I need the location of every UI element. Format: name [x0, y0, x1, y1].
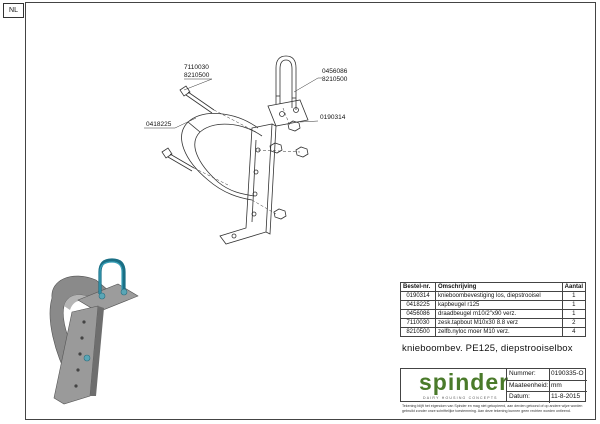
parts-list-table: Bestel-nr. Omschrijving Aantal 0190314 k… [400, 282, 587, 337]
callout-part-number: 0190314 [320, 114, 346, 121]
date-row: Datum: 11-8-2015 [507, 391, 587, 403]
description-cell: knieboombevestiging los, diepstrooisel [435, 291, 563, 301]
callout-clamp-strap: 0418225 [146, 121, 171, 129]
quantity-cell: 1 [561, 309, 587, 319]
table-row: 0418225 kapbeugel r125 1 [400, 300, 587, 310]
callout-u-bolt-nut: 0456086 8210500 [322, 68, 347, 84]
logo-tagline: DAIRY HOUSING CONCEPTS [423, 396, 498, 400]
copyright-notice: Tekening blijft het eigendom van Spinder… [402, 404, 583, 413]
order-number-cell: 0456086 [400, 309, 436, 319]
drawing-frame [25, 2, 596, 420]
callout-part-number: 0456086 [322, 68, 348, 75]
number-value: 0190335-O [551, 370, 584, 377]
order-number-cell: 8210500 [400, 327, 436, 337]
row-divider [549, 392, 550, 403]
title-block-divider [506, 369, 507, 401]
bolt-top-drawing [179, 85, 215, 114]
clamp-strap-drawing [181, 113, 263, 201]
table-row: 8210500 zelfb.nyloc moer M10 verz. 4 [400, 327, 587, 337]
callout-bracket: 0190314 [320, 114, 345, 122]
column-header: Aantal [561, 282, 587, 292]
nut-drawing [269, 120, 309, 220]
row-divider [549, 369, 550, 380]
callout-part-number: 7110030 [184, 64, 209, 71]
order-number-cell: 0190314 [400, 291, 436, 301]
description-cell: draadbeugel m10/2"x90 verz. [435, 309, 563, 319]
callout-part-number: 0418225 [146, 121, 172, 128]
order-number-cell: 0418225 [400, 300, 436, 310]
column-header: Bestel-nr. [400, 282, 436, 292]
spinder-logo: spinder DAIRY HOUSING CONCEPTS [405, 369, 508, 402]
row-divider [549, 381, 550, 392]
unit-label: Maateenheid: [509, 382, 549, 389]
description-cell: zesk.tapbout M10x30 8.8 verz [435, 318, 563, 328]
table-row: 0456086 draadbeugel m10/2"x90 verz. 1 [400, 309, 587, 319]
bolt-middle-drawing [161, 147, 195, 172]
parts-table-header: Bestel-nr. Omschrijving Aantal [400, 282, 587, 292]
mounting-plate-top [267, 99, 309, 127]
description-cell: zelfb.nyloc moer M10 verz. [435, 327, 563, 337]
table-row: 7110030 zesk.tapbout M10x30 8.8 verz 2 [400, 318, 587, 328]
quantity-cell: 2 [561, 318, 587, 328]
order-number-cell: 7110030 [400, 318, 436, 328]
quantity-cell: 1 [561, 291, 587, 301]
column-header: Omschrijving [435, 282, 563, 292]
callout-part-number: 8210500 [322, 76, 348, 83]
number-label: Nummer: [509, 370, 536, 377]
drawing-title: knieboombev. PE125, diepstrooiselbox [402, 343, 573, 354]
language-badge: NL [3, 3, 24, 18]
description-cell: kapbeugel r125 [435, 300, 563, 310]
knee-bracket-drawing [219, 123, 277, 245]
title-block: spinder DAIRY HOUSING CONCEPTS Nummer: 0… [400, 368, 587, 403]
u-bolt-drawing [275, 55, 297, 110]
table-row: 0190314 knieboombevestiging los, diepstr… [400, 291, 587, 301]
unit-value: mm [551, 382, 562, 389]
logo-wordmark: spinder [419, 369, 510, 395]
callout-bolt-nut: 7110030 8210500 [184, 64, 209, 80]
quantity-cell: 4 [561, 327, 587, 337]
rendered-assembly-view [49, 258, 139, 405]
date-label: Datum: [509, 393, 530, 400]
callout-part-number: 8210500 [184, 72, 210, 79]
number-row: Nummer: 0190335-O [507, 369, 587, 380]
quantity-cell: 1 [561, 300, 587, 310]
date-value: 11-8-2015 [551, 393, 581, 400]
unit-row: Maateenheid: mm [507, 380, 587, 392]
